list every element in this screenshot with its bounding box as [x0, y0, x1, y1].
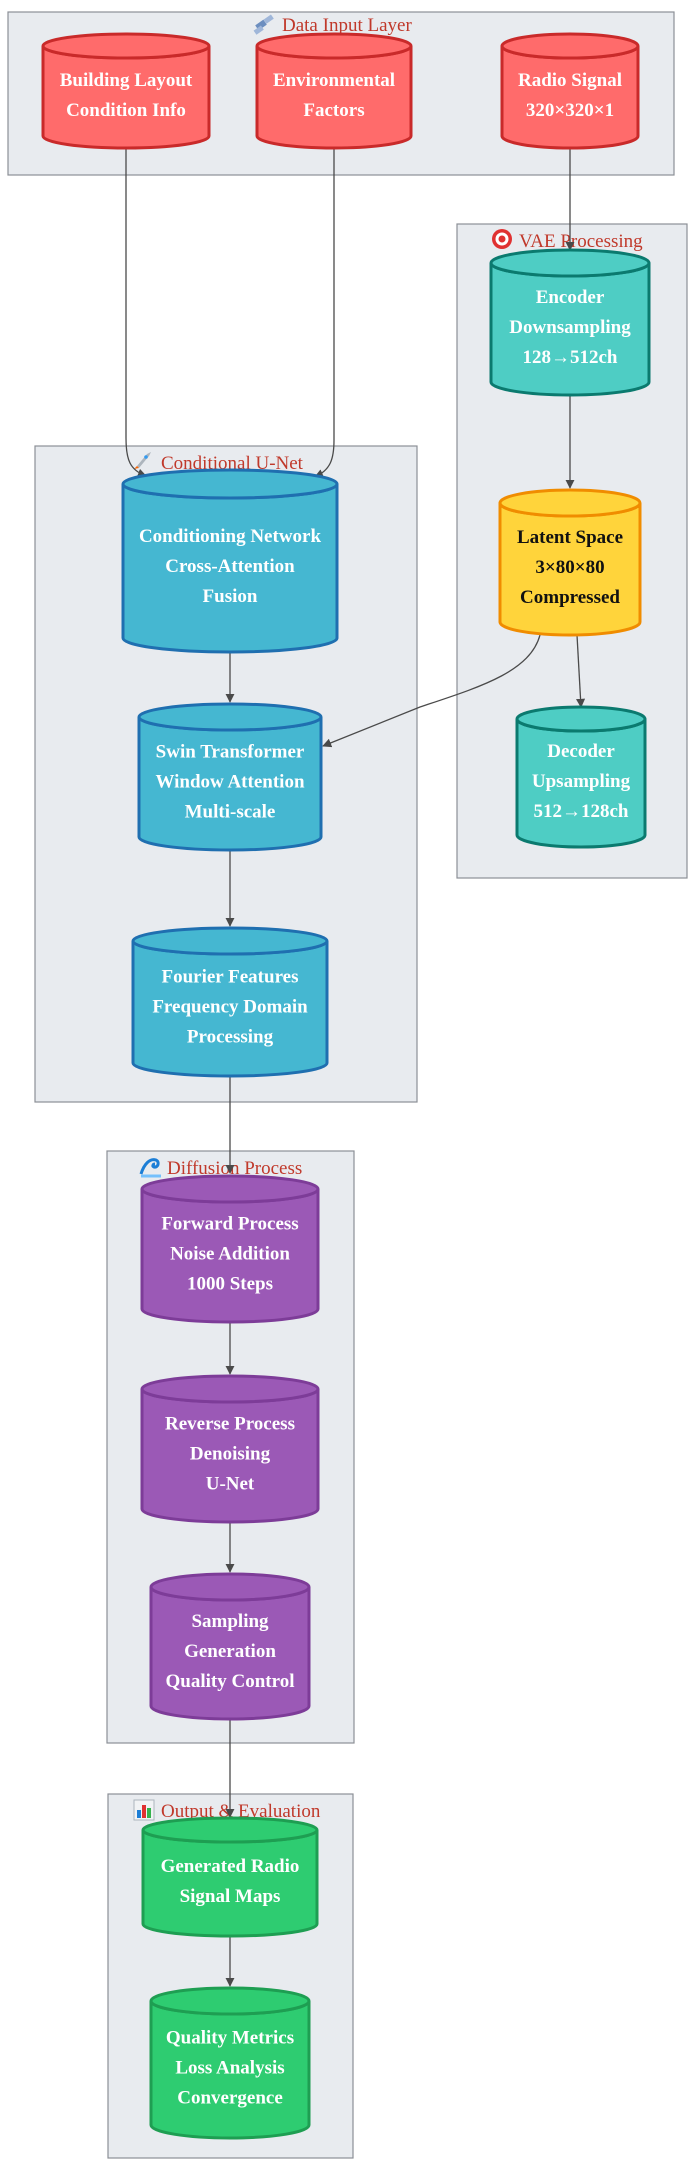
node-generated-line-2: Signal Maps	[180, 1886, 281, 1907]
cylinder-top	[515, 705, 647, 733]
node-metrics-line-3: Convergence	[177, 2088, 283, 2109]
cylinder-top	[489, 248, 651, 278]
edge-environment-to-conditioning	[314, 148, 335, 478]
wave-icon	[139, 1158, 161, 1178]
cylinder-top	[41, 32, 211, 60]
cluster-title-diffusion: Diffusion Process	[167, 1158, 302, 1179]
node-encoder-line-1: Encoder	[536, 287, 605, 308]
node-encoder-line-2: Downsampling	[509, 317, 631, 338]
node-radio: Radio Signal 320×320×1	[500, 32, 640, 150]
node-forward-line-3: 1000 Steps	[187, 1274, 273, 1295]
cylinder-body	[41, 45, 211, 150]
cylinder-top	[121, 468, 339, 500]
node-latent-line-3: Compressed	[520, 587, 620, 608]
node-forward-line-1: Forward Process	[161, 1214, 298, 1235]
cylinder-top	[137, 702, 323, 732]
cluster-title-data-input: Data Input Layer	[282, 15, 412, 36]
cylinder-top	[140, 1374, 320, 1404]
edge-latent-to-decoder	[576, 634, 586, 708]
node-encoder-line-3: 128→512ch	[523, 347, 618, 368]
node-radio-line-2: 320×320×1	[526, 100, 614, 121]
cylinder-top	[149, 1986, 311, 2016]
node-decoder-line-1: Decoder	[547, 741, 615, 762]
rocket-icon	[134, 452, 151, 469]
edge-latent-to-swin	[322, 634, 541, 748]
node-reverse-line-3: U-Net	[206, 1474, 255, 1495]
node-conditioning-line-1: Conditioning Network	[139, 526, 322, 547]
node-sampling-line-3: Quality Control	[166, 1671, 295, 1692]
node-metrics-line-2: Loss Analysis	[175, 2058, 284, 2079]
cylinder-body	[255, 45, 413, 150]
node-sampling-line-2: Generation	[184, 1641, 276, 1662]
edges	[125, 148, 586, 1987]
cluster-title-output: Output & Evaluation	[161, 1801, 321, 1822]
node-conditioning: Conditioning NetworkCross-AttentionFusio…	[121, 468, 339, 654]
cylinder-top	[500, 32, 640, 60]
node-conditioning-line-3: Fusion	[203, 586, 258, 607]
node-metrics-line-1: Quality Metrics	[166, 2028, 294, 2049]
node-reverse-line-2: Denoising	[190, 1444, 271, 1465]
node-swin-line-1: Swin Transformer	[156, 742, 305, 763]
node-latent-line-2: 3×80×80	[535, 557, 604, 578]
node-fourier-line-3: Processing	[187, 1027, 274, 1048]
node-environment-line-2: Factors	[303, 100, 364, 121]
node-conditioning-line-2: Cross-Attention	[165, 556, 295, 577]
node-radio-line-1: Radio Signal	[518, 70, 622, 91]
node-sampling-line-1: Sampling	[191, 1611, 269, 1632]
cylinder-body	[500, 45, 640, 150]
cluster-title-conditional-unet: Conditional U-Net	[161, 453, 304, 474]
node-generated-line-1: Generated Radio	[161, 1856, 300, 1877]
node-building-line-2: Condition Info	[66, 100, 186, 121]
target-icon	[492, 229, 512, 249]
node-decoder-line-2: Upsampling	[532, 771, 631, 792]
cylinder-top	[498, 488, 642, 518]
cluster-title-vae: VAE Processing	[519, 231, 643, 252]
node-fourier-line-2: Frequency Domain	[152, 997, 308, 1018]
cylinder-top	[131, 926, 329, 956]
cylinder-top	[149, 1572, 311, 1602]
node-swin-line-2: Window Attention	[155, 772, 304, 793]
node-swin-line-3: Multi-scale	[185, 802, 276, 823]
satellite-icon	[253, 14, 274, 35]
edge-building-to-conditioning	[125, 148, 147, 478]
bar-chart-icon	[133, 1799, 155, 1821]
cylinder-body	[141, 1829, 319, 1938]
node-decoder-line-3: 512→128ch	[534, 801, 629, 822]
cylinder-top	[140, 1174, 320, 1204]
node-environment-line-1: Environmental	[273, 70, 395, 91]
node-latent-line-1: Latent Space	[517, 527, 623, 548]
node-building-line-1: Building Layout	[60, 70, 193, 91]
cylinder-top	[255, 32, 413, 60]
node-fourier-line-1: Fourier Features	[161, 967, 298, 988]
node-reverse-line-1: Reverse Process	[165, 1414, 295, 1435]
cylinder-top	[141, 1816, 319, 1844]
node-forward-line-2: Noise Addition	[170, 1244, 290, 1265]
